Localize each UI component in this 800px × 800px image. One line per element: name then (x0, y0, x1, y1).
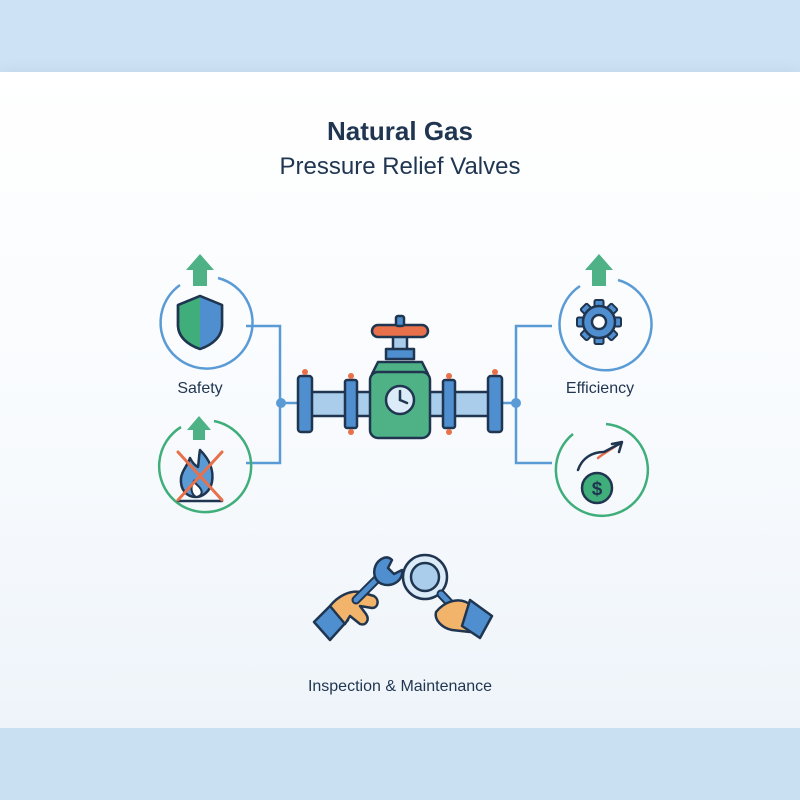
no-fire-icon (157, 416, 253, 514)
efficiency-label: Efficiency (565, 380, 635, 397)
page-title: Natural Gas (327, 116, 473, 146)
page-subtitle: Pressure Relief Valves (279, 153, 521, 180)
cost-savings-icon: $ (554, 422, 650, 518)
right-connector-dot (511, 398, 521, 408)
gear-icon (558, 254, 653, 372)
inspection-maintenance-label: Inspection & Maintenance (307, 678, 493, 695)
top-band (0, 0, 800, 72)
wrench-and-magnifier-icon (312, 553, 494, 642)
gate-valve-icon (296, 314, 504, 440)
svg-text:$: $ (592, 479, 603, 500)
left-connector-dot (276, 398, 286, 408)
safety-label: Safety (177, 380, 223, 397)
left-connector (246, 324, 298, 465)
bottom-band (0, 728, 800, 800)
safety-shield-icon (159, 254, 254, 370)
